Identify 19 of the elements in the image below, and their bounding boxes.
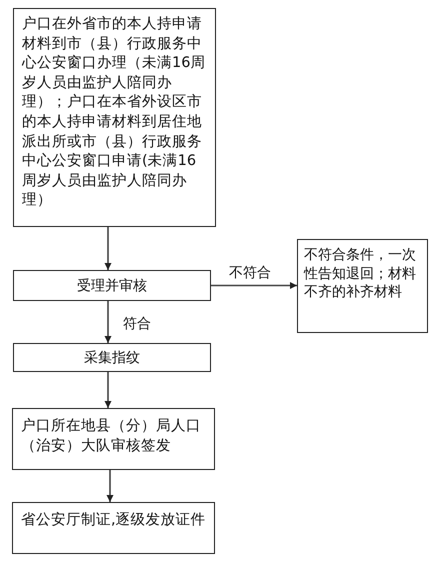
box-text: 采集指纹 [84, 348, 140, 366]
box-text: 户口所在地县（分）局人口（治安）大队审核签发 [21, 417, 202, 456]
process-box [12, 408, 215, 470]
arrow [104, 372, 112, 408]
box-text: 不符合条件，一次性告知退回；材料不齐的补齐材料 [304, 246, 417, 302]
box-text: 省公安厅制证,逐级发放证件 [21, 511, 206, 530]
box-text: 户口在外省市的本人持申请材料到市（县）行政服务中心公安窗口办理（未满16周岁人员由监护人陪同办理）；户口在本省外设区市的本人持申请材料到居住地派出所或市（县）行政服务中心公安窗口申请(未满16周岁人员由监护人陪同办理） [22, 15, 206, 210]
process-box [13, 270, 211, 301]
box-text: 受理并审核 [77, 276, 147, 294]
arrow [106, 470, 114, 502]
arrow [211, 282, 297, 289]
process-box [13, 8, 216, 227]
edge-label: 符合 [122, 316, 152, 332]
process-box [297, 239, 428, 333]
arrow [104, 301, 112, 343]
process-box [13, 343, 211, 372]
edge-label: 不符合 [228, 265, 272, 281]
arrow [104, 227, 112, 270]
process-box [12, 502, 215, 554]
